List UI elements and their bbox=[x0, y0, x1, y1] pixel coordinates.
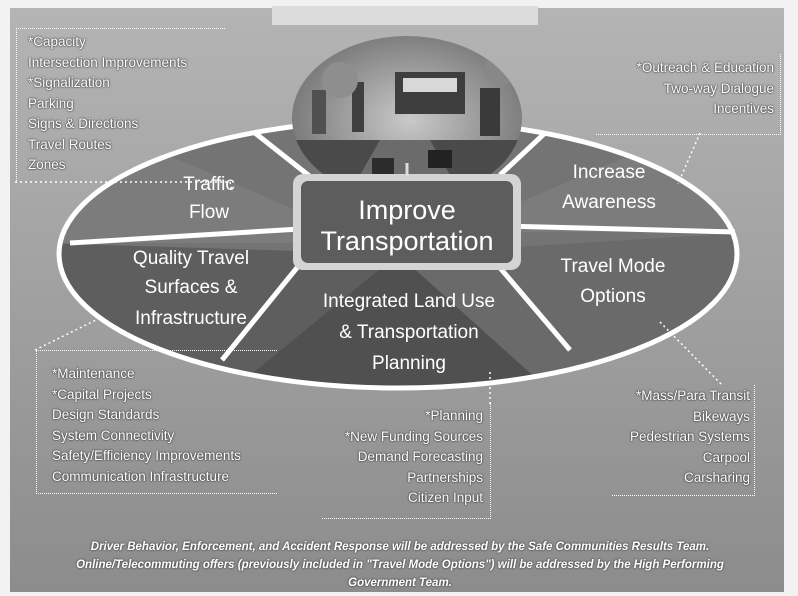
list-item: Pedestrian Systems bbox=[629, 429, 750, 444]
list-item: *Capital Projects bbox=[52, 386, 152, 402]
center-box bbox=[301, 181, 513, 263]
modes-label-line1: Travel Mode bbox=[561, 256, 666, 277]
list-item: Demand Forecasting bbox=[357, 449, 483, 464]
list-item: Incentives bbox=[713, 101, 774, 116]
list-item: Intersection Improvements bbox=[28, 54, 188, 70]
traffic-label-line2: Flow bbox=[189, 202, 229, 223]
modes-label-line2: Options bbox=[580, 286, 645, 307]
list-item: *Mass/Para Transit bbox=[635, 388, 750, 403]
list-item: Zones bbox=[28, 157, 66, 172]
list-item: Safety/Efficiency Improvements bbox=[52, 448, 241, 463]
list-item: Design Standards bbox=[52, 407, 160, 422]
list-item: Travel Routes bbox=[28, 136, 112, 152]
list-item: *Signalization bbox=[28, 75, 110, 90]
footer-line: Online/Telecommuting offers (previously … bbox=[76, 559, 724, 571]
list-item: Two-way Dialogue bbox=[663, 80, 774, 96]
modes-list: *Mass/Para Transit Bikeways Pedestrian S… bbox=[630, 386, 750, 489]
list-item: Partnerships bbox=[407, 469, 483, 485]
segment-landuse bbox=[220, 254, 560, 388]
footer-line: Driver Behavior, Enforcement, and Accide… bbox=[90, 541, 710, 553]
list-item: Bikeways bbox=[692, 408, 750, 424]
traffic-list: *Capacity Intersection Improvements *Sig… bbox=[28, 32, 187, 176]
segment-dividers bbox=[69, 131, 736, 362]
landuse-label-line2: & Transportation bbox=[339, 322, 478, 343]
list-item: System Connectivity bbox=[52, 427, 175, 443]
footer-note: Driver Behavior, Enforcement, and Accide… bbox=[20, 538, 780, 592]
list-item: *Maintenance bbox=[52, 366, 135, 381]
list-item: Citizen Input bbox=[407, 490, 483, 505]
list-item: *New Funding Sources bbox=[344, 428, 483, 444]
landuse-list-box bbox=[322, 404, 491, 519]
landuse-label-line1: Integrated Land Use bbox=[323, 291, 495, 312]
quality-label-line3: Infrastructure bbox=[135, 308, 247, 329]
list-item: Carsharing bbox=[683, 470, 750, 485]
awareness-list: *Outreach & Education Two-way Dialogue I… bbox=[637, 58, 774, 120]
center-title-line2: Transportation bbox=[320, 226, 493, 256]
top-tab bbox=[272, 6, 538, 25]
list-item: *Planning bbox=[425, 408, 483, 423]
list-item: *Outreach & Education bbox=[636, 60, 774, 75]
quality-list-box bbox=[36, 350, 277, 494]
modes-list-box bbox=[612, 385, 755, 496]
quality-list: *Maintenance *Capital Projects Design St… bbox=[52, 364, 241, 487]
awareness-list-box bbox=[596, 54, 781, 135]
traffic-list-box bbox=[16, 28, 225, 183]
traffic-label-line1: Traffic bbox=[183, 174, 235, 195]
landuse-list: *Planning *New Funding Sources Demand Fo… bbox=[345, 406, 483, 509]
list-item: Communication Infrastructure bbox=[52, 468, 230, 484]
awareness-label-line1: Increase bbox=[573, 162, 646, 183]
leader-lines bbox=[15, 132, 723, 405]
awareness-label-line2: Awareness bbox=[562, 192, 656, 213]
quality-label-line1: Quality Travel bbox=[133, 248, 249, 269]
list-item: Signs & Directions bbox=[28, 116, 139, 131]
landuse-label-line3: Planning bbox=[372, 353, 446, 374]
footer-line: Government Team. bbox=[348, 577, 452, 589]
quality-label-line2: Surfaces & bbox=[145, 277, 238, 298]
list-item: Parking bbox=[28, 95, 74, 111]
center-title-line1: Improve bbox=[358, 195, 456, 225]
list-item: Carpool bbox=[702, 449, 750, 465]
list-item: *Capacity bbox=[28, 34, 86, 49]
